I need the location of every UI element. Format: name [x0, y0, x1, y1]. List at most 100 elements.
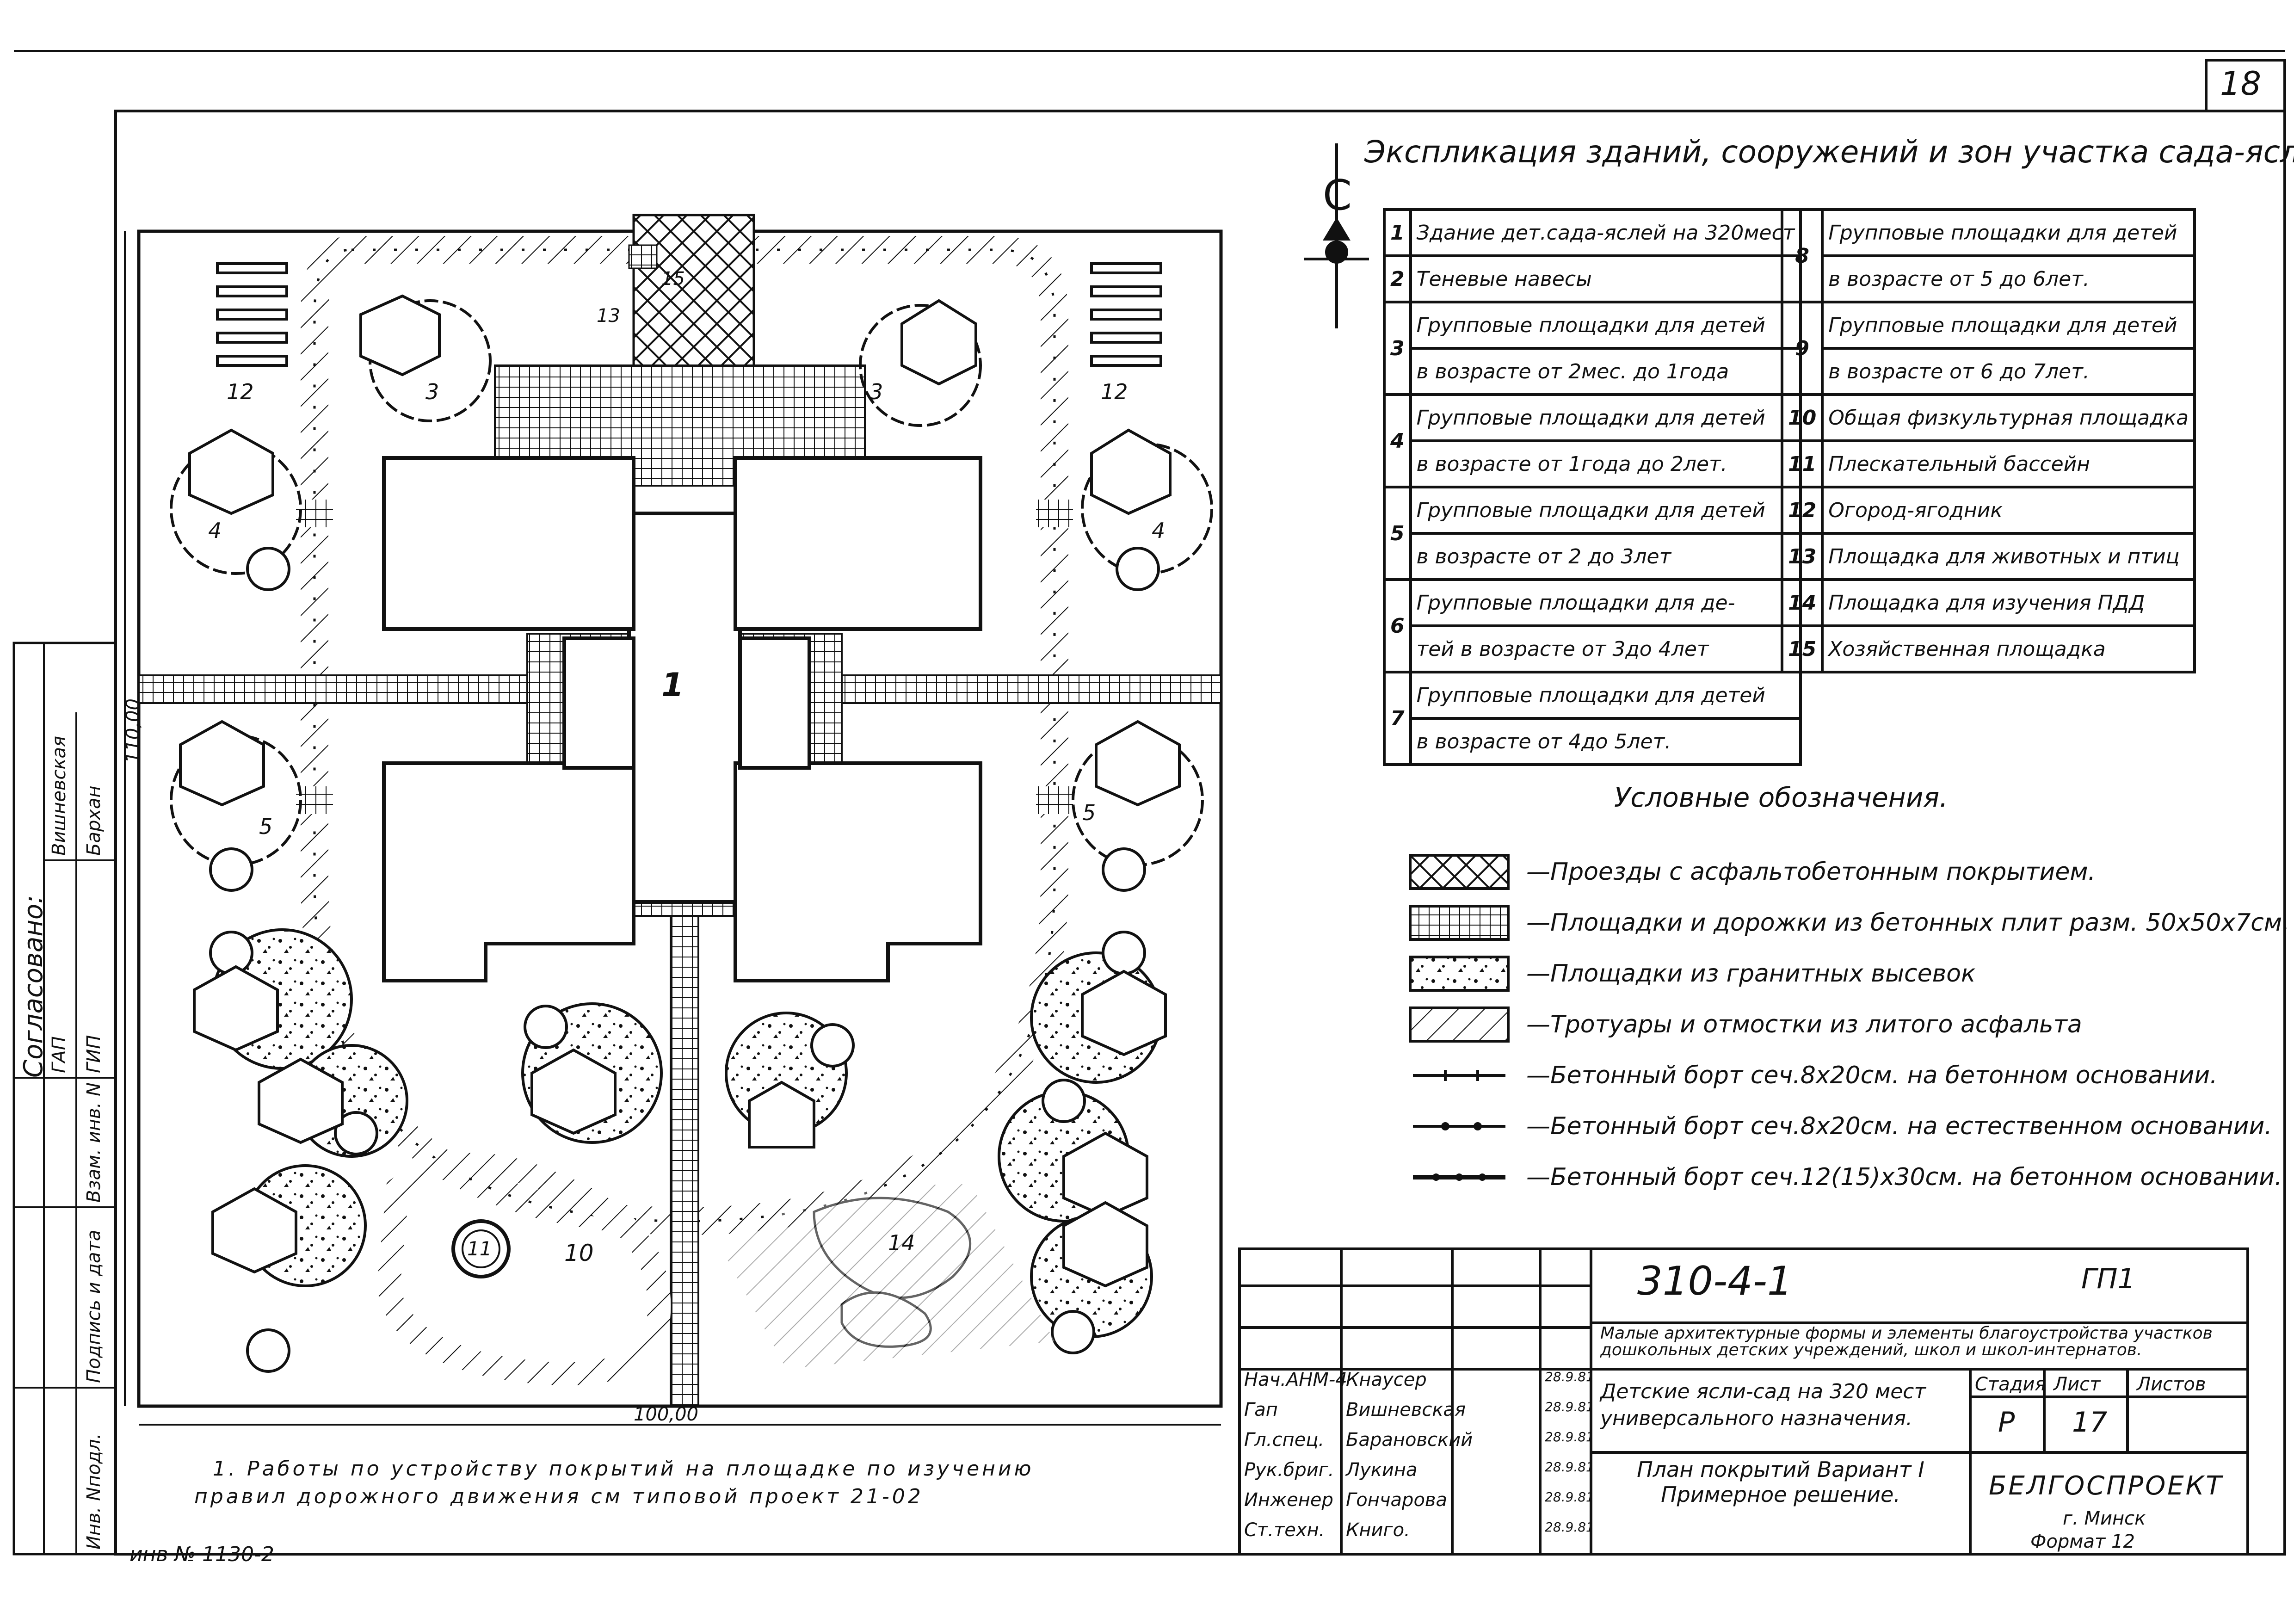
explication-number: 2 — [1383, 254, 1412, 303]
title-block-name: Книго. — [1346, 1519, 1410, 1541]
explication-text: Групповые площадки для детей — [1409, 393, 1802, 442]
title-block-date: 28.9.81 — [1545, 1429, 1594, 1445]
explication-text: в возрасте от 1года до 2лет. — [1409, 439, 1802, 488]
legend-symbol-line-bold — [1406, 1156, 1512, 1198]
legend-item: —Площадки из гранитных высевок — [1406, 948, 1975, 999]
format-label: Формат 12 — [2030, 1531, 2135, 1552]
label-zone-4b: 4 — [1152, 518, 1166, 543]
north-arrow — [1304, 143, 1369, 328]
stage-value: Р — [1998, 1406, 2015, 1439]
explication-number: 12 — [1780, 486, 1824, 535]
label-zone-13: 13 — [597, 305, 620, 327]
title-block-date: 28.9.81 — [1545, 1459, 1594, 1475]
title-block-role: Нач.АНМ-4 — [1244, 1369, 1347, 1390]
dim-horizontal: 100,00 — [634, 1404, 698, 1425]
org-name: БЕЛГОСПРОЕКТ — [1989, 1471, 2224, 1501]
label-zone-12a: 12 — [227, 379, 254, 404]
title-block-name: Гончарова — [1346, 1489, 1448, 1511]
legend-symbol-diagonal — [1406, 1004, 1512, 1045]
building-1 — [382, 456, 982, 982]
title-block-frame — [1238, 1247, 2249, 1556]
explication-text: Огород-ягодник — [1821, 486, 2196, 535]
label-zone-3a: 3 — [426, 379, 439, 404]
label-zone-12b: 12 — [1101, 379, 1128, 404]
label-zone-15: 15 — [661, 268, 685, 290]
side-stamp-label-2: ГИП — [83, 1035, 105, 1073]
label-zone-5b: 5 — [1082, 800, 1096, 825]
explication-number: 14 — [1780, 578, 1824, 627]
explication-number: 9 — [1780, 301, 1824, 396]
side-stamp-field-2: Подпись и дата — [83, 1229, 105, 1383]
explication-text: в возрасте от 2 до 3лет — [1409, 532, 1802, 581]
label-zone-5a: 5 — [259, 814, 273, 839]
explication-number: 8 — [1780, 208, 1824, 303]
explication-text: Площадка для животных и птиц — [1821, 532, 2196, 581]
explication-text: тей в возрасте от 3до 4лет — [1409, 624, 1802, 673]
org-city: г. Минск — [2063, 1508, 2146, 1529]
explication-text: Групповые площадки для детей — [1409, 301, 1802, 350]
legend-item: —Площадки и дорожки из бетонных плит раз… — [1406, 897, 2290, 948]
legend-item: —Проезды с асфальтобетонным покрытием. — [1406, 846, 2096, 897]
legend-text: —Тротуары и отмостки из литого асфальта — [1526, 1011, 2082, 1038]
legend-text: —Площадки из гранитных высевок — [1526, 960, 1976, 988]
legend-title: Условные обозначения. — [1614, 782, 1948, 813]
title-block-name: Барановский — [1346, 1429, 1473, 1451]
legend-text: —Бетонный борт сеч.12(15)х30см. на бетон… — [1526, 1163, 2282, 1191]
north-label: С — [1323, 171, 1352, 220]
side-stamp-field-1: Взам. инв. N — [83, 1082, 105, 1203]
title-block-role: Ст.техн. — [1244, 1519, 1325, 1541]
explication-text: в возрасте от 6 до 7лет. — [1821, 347, 2196, 396]
side-stamp — [12, 642, 117, 1556]
legend-item: —Бетонный борт сеч.12(15)х30см. на бетон… — [1406, 1152, 2282, 1203]
legend-item: —Бетонный борт сеч.8х20см. на бетонном о… — [1406, 1050, 2218, 1101]
explication-number: 5 — [1383, 486, 1412, 581]
legend-symbol-crosshatch — [1406, 851, 1512, 893]
label-zone-14: 14 — [888, 1230, 915, 1255]
shade-canopies — [179, 294, 1181, 1288]
label-zone-10: 10 — [564, 1240, 594, 1266]
legend-item: —Бетонный борт сеч.8х20см. на естественн… — [1406, 1101, 2272, 1152]
side-stamp-field-3: Инв. Nподл. — [83, 1433, 105, 1550]
title-block-role: Гл.спец. — [1244, 1429, 1325, 1451]
explication-text: Площадка для изучения ПДД — [1821, 578, 2196, 627]
explication-number: 11 — [1780, 439, 1824, 488]
title-block-role: Инженер — [1244, 1489, 1333, 1511]
explication-text: в возрасте от 2мес. до 1года — [1409, 347, 1802, 396]
note-line-2: правил дорожного движения см типовой про… — [194, 1485, 924, 1508]
sheets-label: Листов — [2137, 1374, 2206, 1395]
legend-text: —Бетонный борт сеч.8х20см. на бетонном о… — [1526, 1062, 2218, 1089]
title-block-role: Рук.бриг. — [1244, 1459, 1334, 1481]
explication-text: в возрасте от 5 до 6лет. — [1821, 254, 2196, 303]
inventory-number: инв № 1130-2 — [130, 1543, 274, 1566]
sheet-label: Лист — [2054, 1374, 2101, 1395]
explication-number: 10 — [1780, 393, 1824, 442]
title-block-date: 28.9.81 — [1545, 1369, 1594, 1384]
note-line-1: 1. Работы по устройству покрытий на площ… — [213, 1457, 1034, 1481]
legend-text: —Проезды с асфальтобетонным покрытием. — [1526, 858, 2096, 886]
legend-item: —Тротуары и отмостки из литого асфальта — [1406, 999, 2082, 1050]
explication-number: 15 — [1780, 624, 1824, 673]
explication-text: Групповые площадки для детей — [1409, 671, 1802, 720]
explication-text: Групповые площадки для де- — [1409, 578, 1802, 627]
legend-symbol-dots — [1406, 953, 1512, 994]
explication-text: Теневые навесы — [1409, 254, 1802, 303]
side-stamp-agreed: Согласовано: — [18, 895, 49, 1078]
doc-code: 310-4-1 — [1637, 1258, 1793, 1304]
project-title: Детские ясли-сад на 320 мест универсальн… — [1600, 1380, 1926, 1430]
explication-text: Плескательный бассейн — [1821, 439, 2196, 488]
legend-symbol-line-dots — [1406, 1105, 1512, 1147]
label-zone-4a: 4 — [208, 518, 222, 543]
series-title: Малые архитектурные формы и элементы бла… — [1600, 1324, 2213, 1359]
legend-text: —Бетонный борт сеч.8х20см. на естественн… — [1526, 1112, 2272, 1140]
explication-number: 4 — [1383, 393, 1412, 488]
label-zone-3b: 3 — [870, 379, 883, 404]
dim-vertical: 110,00 — [123, 698, 144, 763]
sheet-code: ГП1 — [2081, 1263, 2135, 1295]
explication-text: Общая физкультурная площадка — [1821, 393, 2196, 442]
explication-text: Хозяйственная площадка — [1821, 624, 2196, 673]
legend-symbol-line-ticks — [1406, 1055, 1512, 1096]
explication-number: 6 — [1383, 578, 1412, 673]
